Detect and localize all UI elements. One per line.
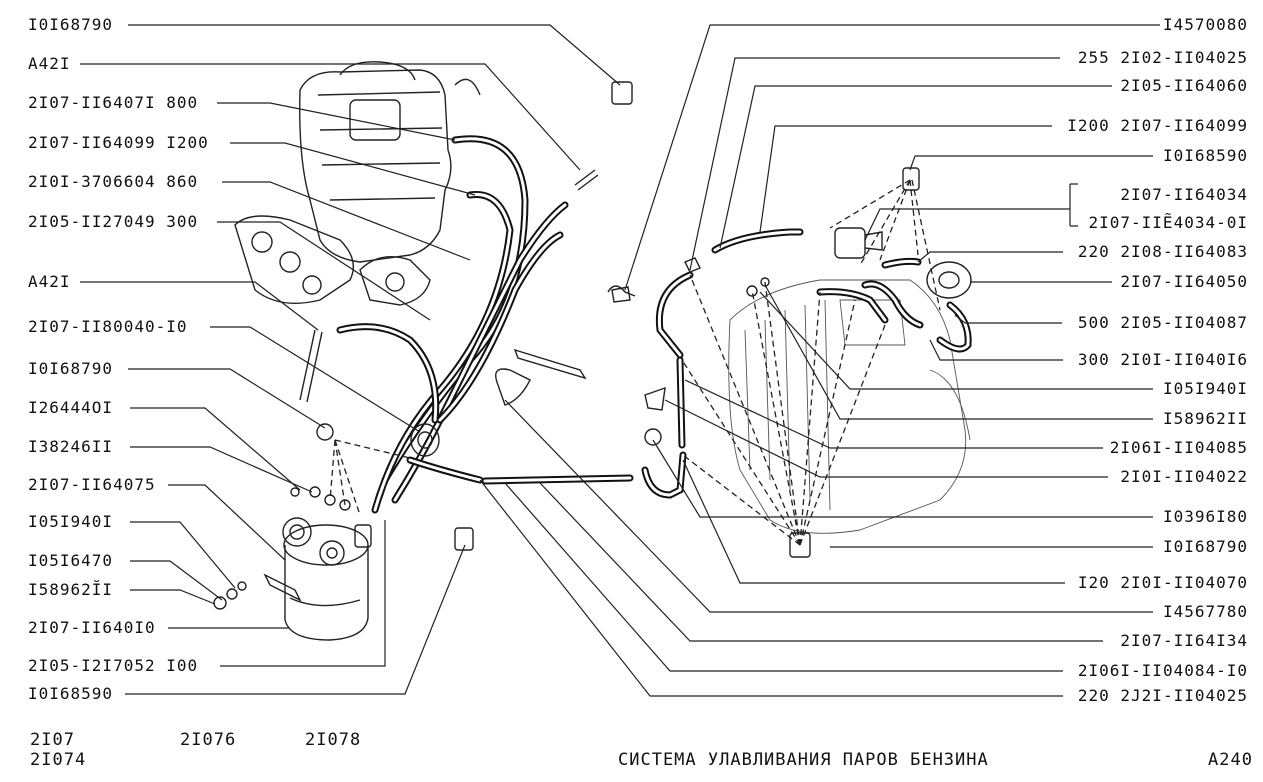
label-r17: I0I68790 [1162,537,1248,556]
label-r14: 2I06I-II04085 [1109,438,1248,457]
label-l14: I05I6470 [28,551,114,570]
left-fittings [213,81,636,610]
label-r8: 220 2I08-II64083 [1077,242,1248,261]
label-l10: I26444OI [28,398,114,417]
label-l6: 2I05-II27049 300 [28,212,199,231]
label-l1: I0I68790 [28,15,114,34]
left-hoses [299,135,634,514]
label-r10: 500 2I05-II04087 [1077,313,1248,332]
separator-valve [410,423,440,457]
page-number: A240 [1208,750,1253,770]
label-l9: I0I68790 [28,359,114,378]
label-r21: 2I06I-II04084-I0 [1077,661,1248,680]
dashed-links [329,179,941,546]
right-hoses [641,228,972,499]
label-r18: I20 2I0I-II04070 [1077,573,1248,592]
label-l11: I38246II [28,437,114,456]
label-r20: 2I07-II64I34 [1120,631,1248,650]
label-l12: 2I07-II64075 [28,475,156,494]
model-code: 2I074 [30,750,87,770]
label-r12: I05I940I [1162,379,1248,398]
label-l17: 2I05-I2I7052 I00 [28,656,199,675]
right-fittings [611,167,972,558]
label-l8: 2I07-II80040-I0 [28,317,188,336]
label-l13: I05I940I [28,512,114,531]
label-r6: 2I07-II64034 [1120,185,1248,204]
label-r22: 220 2J2I-II04025 [1077,686,1248,705]
label-l15: I58962ĬI [28,580,114,599]
fuel-tank [728,279,971,534]
label-r4: I200 2I07-II64099 [1067,116,1248,135]
page-title: СИСТЕМА УЛАВЛИВАНИЯ ПАРОВ БЕНЗИНА [618,750,989,770]
label-r3: 2I05-II64060 [1120,76,1248,95]
label-l18: I0I68590 [28,684,114,703]
label-l4: 2I07-II64099 I200 [28,133,209,152]
label-r11: 300 2I0I-II040I6 [1077,350,1248,369]
model-code: 2I076 [180,730,237,750]
label-r9: 2I07-II64050 [1120,272,1248,291]
label-r2: 255 2I02-II04025 [1077,48,1248,67]
label-l16: 2I07-II640I0 [28,618,156,637]
label-r13: I58962II [1162,409,1248,428]
label-l5: 2I0I-3706604 860 [28,172,199,191]
engine-sketch [234,61,481,306]
label-r15: 2I0I-II04022 [1120,467,1248,486]
label-r19: I4567780 [1162,602,1248,621]
model-code: 2I07 [30,730,75,750]
label-l7: A42I [28,272,71,291]
label-r1: I4570080 [1162,15,1248,34]
leader-lines-right [479,24,1160,697]
label-r7: 2I07-IIẼ4034-0I [1088,213,1248,232]
canister [263,517,372,641]
label-r5: I0I68590 [1162,146,1248,165]
label-l2: A42I [28,54,71,73]
model-code: 2I078 [305,730,362,750]
leader-lines-left [80,24,621,695]
label-r16: I0396I80 [1162,507,1248,526]
label-l3: 2I07-II6407I 800 [28,93,199,112]
